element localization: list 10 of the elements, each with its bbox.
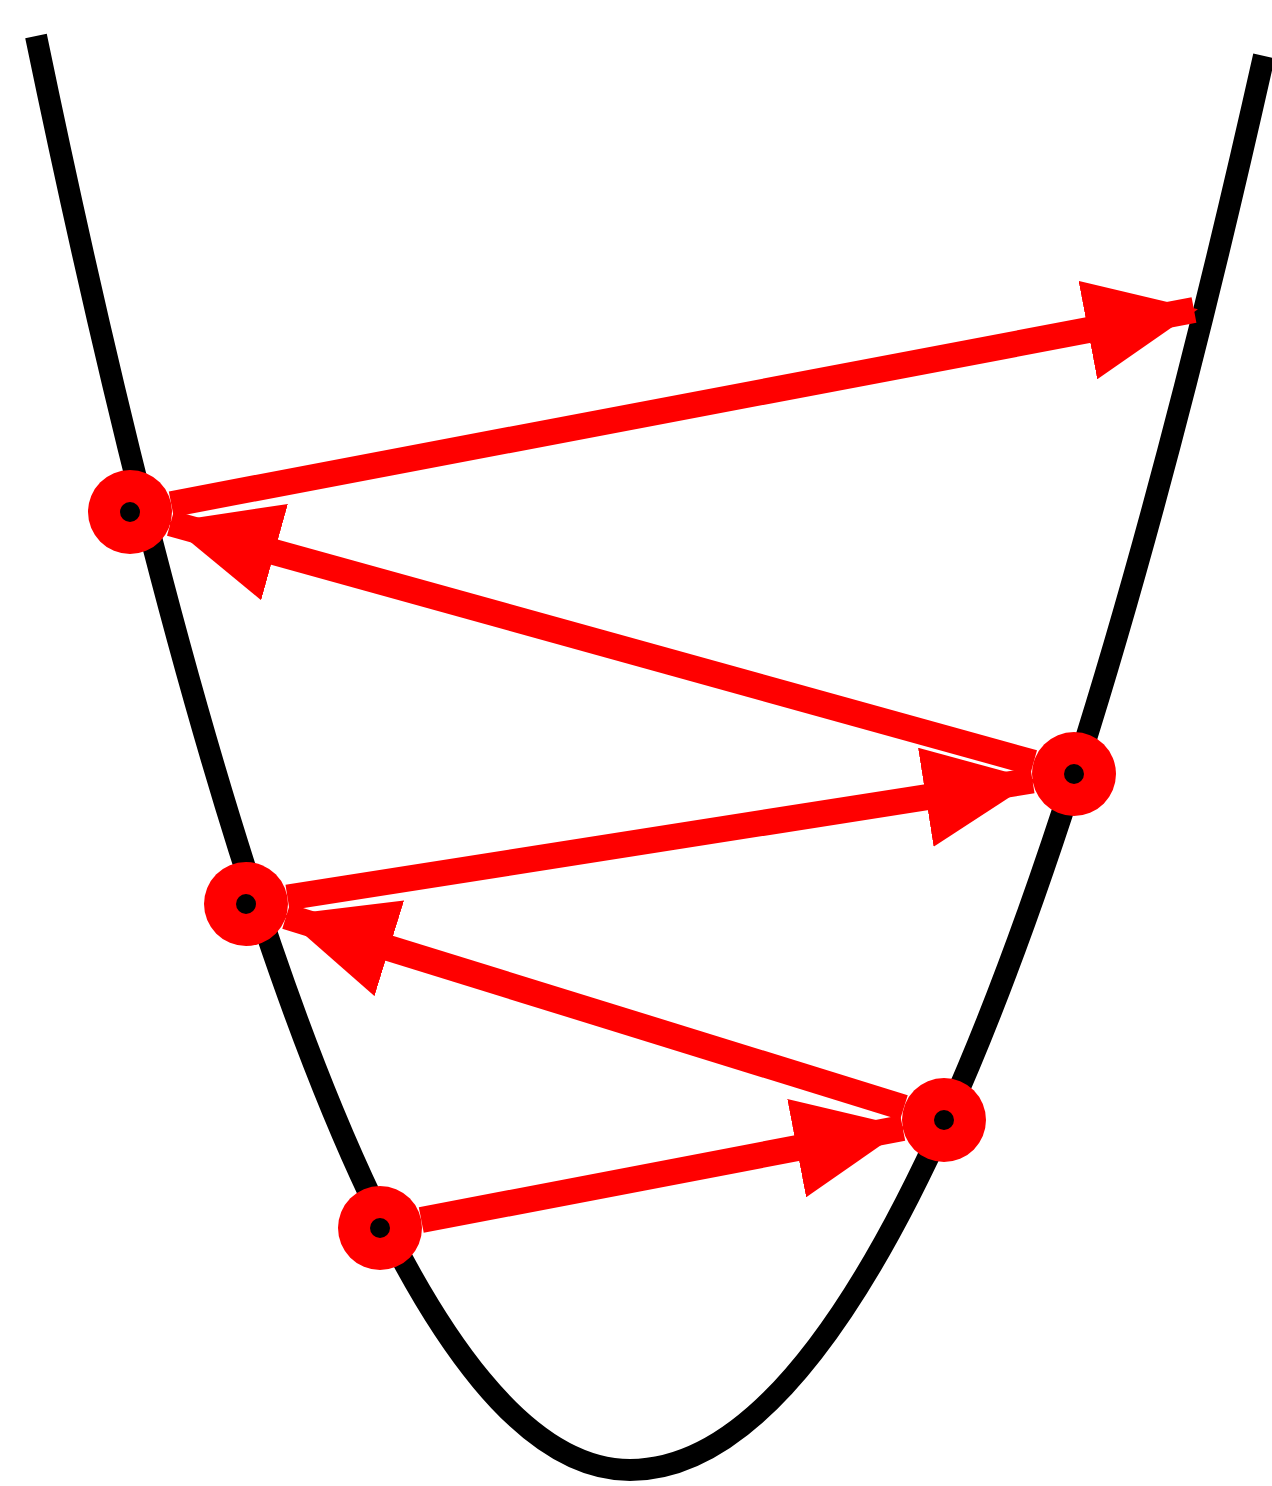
point-marker xyxy=(1032,732,1116,816)
point-marker xyxy=(88,470,172,554)
arrow xyxy=(168,281,1198,517)
point-marker xyxy=(204,862,288,946)
arrow xyxy=(282,900,908,1120)
point-marker xyxy=(902,1078,986,1162)
arrow xyxy=(285,747,1037,911)
point-marker xyxy=(338,1186,422,1270)
arrow xyxy=(166,503,1037,776)
arrow xyxy=(418,1099,907,1233)
